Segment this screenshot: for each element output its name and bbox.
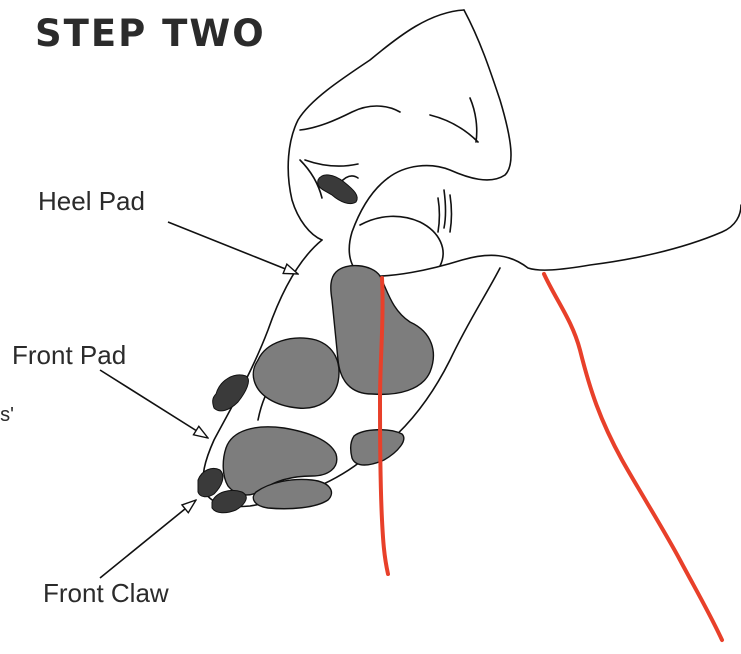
front-pad-pointer bbox=[100, 370, 208, 438]
front-claw-pointer bbox=[100, 500, 196, 578]
side-pad bbox=[351, 430, 404, 465]
upper-claw bbox=[213, 375, 249, 411]
middle-claw bbox=[198, 468, 223, 496]
cut-line-right bbox=[544, 274, 722, 640]
front-pad-upper bbox=[253, 338, 339, 408]
hand-outline bbox=[288, 10, 511, 276]
dewclaw bbox=[318, 175, 358, 204]
front-claw bbox=[212, 490, 246, 512]
heel-pad-pointer bbox=[168, 222, 298, 274]
